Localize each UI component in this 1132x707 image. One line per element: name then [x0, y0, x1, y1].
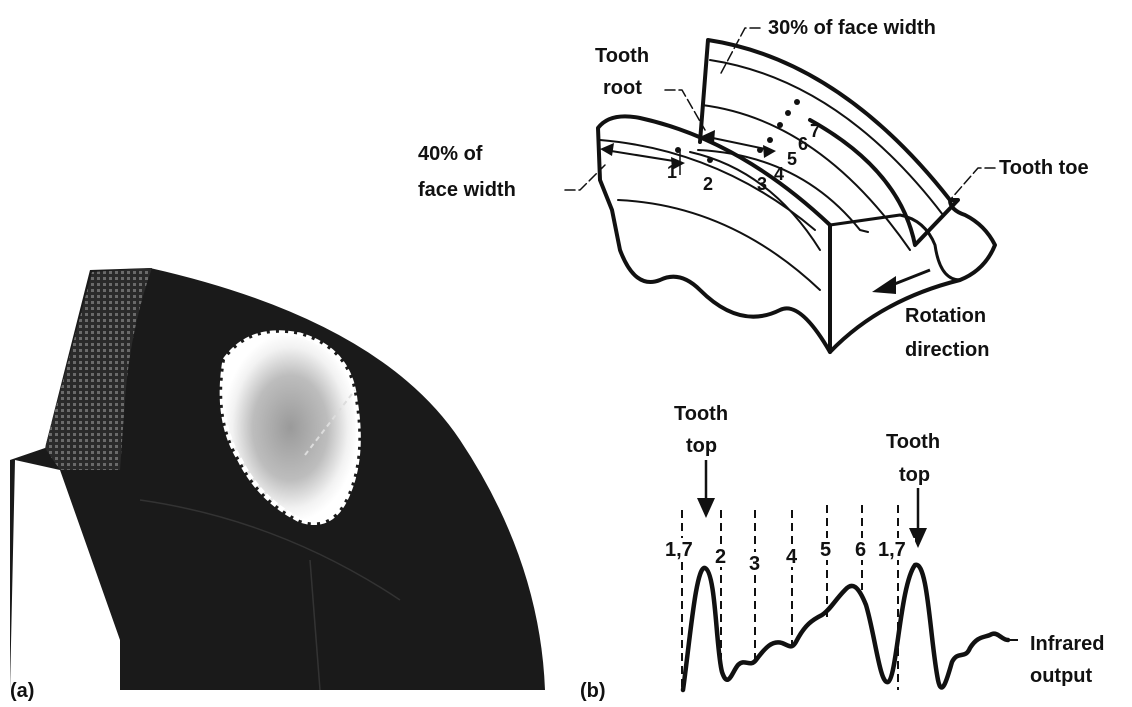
marker-1-7-right: 1,7: [878, 539, 906, 561]
label-infrared-output-2: output: [1030, 665, 1093, 687]
label-tooth-top-right-1: Tooth: [886, 431, 940, 453]
marker-4: 4: [786, 546, 798, 568]
label-30-face-width: 30% of face width: [768, 17, 936, 39]
point-4: 4: [774, 164, 784, 184]
label-rotation-1: Rotation: [905, 305, 986, 327]
label-infrared-output-1: Infrared: [1030, 633, 1104, 655]
rotation-arrow: [892, 270, 930, 285]
marker-3: 3: [749, 553, 760, 575]
label-tooth-toe: Tooth toe: [999, 157, 1089, 179]
panel-a-infrared-image: (a): [10, 268, 545, 702]
point-6: 6: [798, 134, 808, 154]
marker-1-7-left: 1,7: [665, 539, 693, 561]
label-tooth-root-1: Tooth: [595, 45, 649, 67]
point-5: 5: [787, 149, 797, 169]
point-3: 3: [757, 174, 767, 194]
marker-2: 2: [715, 546, 726, 568]
label-tooth-top-right-2: top: [899, 464, 930, 486]
label-tooth-top-left-1: Tooth: [674, 403, 728, 425]
panel-b-label: (b): [580, 680, 606, 702]
panel-b-gear-drawing: 1 2 3 4 5 6 7 30% of face width Tooth ro…: [418, 17, 1089, 361]
tooth-top-left-arrow: [697, 498, 715, 518]
panel-b-signal: (b) Tooth top Tooth top 1,7: [580, 403, 1104, 702]
label-tooth-top-left-2: top: [686, 435, 717, 457]
label-tooth-root-2: root: [603, 77, 642, 99]
label-40-face-width-2: face width: [418, 179, 516, 201]
panel-a-label: (a): [10, 680, 34, 702]
point-7: 7: [810, 121, 820, 141]
point-2: 2: [703, 174, 713, 194]
marker-5: 5: [820, 539, 831, 561]
marker-6: 6: [855, 539, 866, 561]
label-40-face-width-1: 40% of: [418, 143, 483, 165]
infrared-output-curve: [683, 565, 1008, 690]
point-1: 1: [667, 162, 677, 182]
label-rotation-2: direction: [905, 339, 989, 361]
